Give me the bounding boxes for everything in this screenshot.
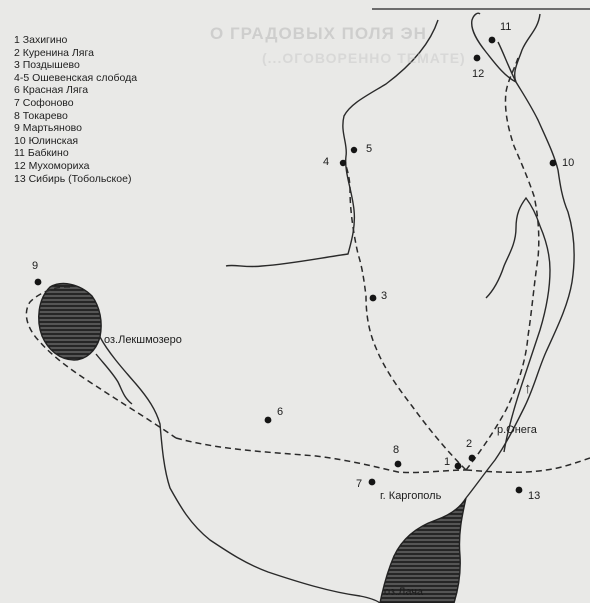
map-legend: 1 Захигино 2 Куренина Ляга 3 Поздышево 4… (14, 34, 137, 185)
road-north-to-4-5 (343, 159, 467, 471)
site-dot-3 (369, 294, 377, 302)
legend-item: 10 Юлинская (14, 134, 79, 147)
river-upper-loop (471, 12, 517, 83)
road-main-east (465, 457, 590, 474)
site-number-7: 7 (356, 478, 363, 490)
site-dot-4 (339, 159, 347, 167)
site-dot-8 (394, 460, 402, 468)
legend-item: 1 Захигино (14, 34, 68, 46)
site-dot-13 (515, 486, 523, 494)
arrow-up-icon: ↑ (524, 380, 532, 397)
lake-lacha (379, 497, 467, 603)
site-number-8: 8 (393, 444, 400, 456)
river-west-tributary (225, 19, 439, 268)
site-number-4: 4 (323, 156, 330, 168)
legend-item: 7 Софоново (14, 96, 74, 109)
legend-item: 4-5 Ошевенская слобода (14, 71, 138, 84)
label-lake-lekshmozero: оз.Лекшмозеро (104, 334, 182, 346)
site-dot-10 (549, 159, 557, 167)
legend-item: 9 Мартьяново (14, 122, 82, 135)
site-dot-6 (264, 416, 272, 424)
site-number-1: 1 (444, 456, 451, 468)
road-north-onega (465, 57, 540, 471)
label-river-onega: р.Онега (497, 424, 537, 436)
site-dot-11 (488, 36, 496, 44)
site-number-10: 10 (562, 157, 575, 169)
legend-item: 13 Сибирь (Тобольское) (14, 172, 132, 185)
site-dot-2 (468, 454, 476, 462)
site-number-6: 6 (277, 406, 284, 418)
site-number-2: 2 (466, 438, 473, 450)
site-number-5: 5 (366, 143, 373, 155)
bleed-through-heading: О ГРАДОВЫХ ПОЛЯ ЭН (210, 24, 427, 43)
site-number-11: 11 (500, 21, 512, 33)
site-dot-1 (454, 462, 462, 470)
site-number-3: 3 (381, 290, 388, 302)
bleed-through-subheading: (...ОГОВОРЕННО ТЕМАТЕ) (262, 50, 466, 66)
legend-item: 12 Мухомориха (14, 159, 90, 172)
site-number-12: 12 (472, 68, 485, 80)
site-number-13: 13 (528, 490, 541, 502)
label-lake-lacha: оз.Лача (384, 586, 424, 598)
site-dot-5 (350, 146, 358, 154)
legend-item: 3 Поздышево (14, 59, 80, 72)
legend-item: 6 Красная Ляга (14, 84, 89, 97)
legend-item: 8 Токарево (14, 109, 68, 122)
site-dot-12 (473, 54, 481, 62)
legend-item: 11 Бабкино (14, 147, 69, 160)
site-dot-9 (34, 278, 42, 286)
river-onega (465, 13, 575, 499)
road-main-west (175, 437, 467, 474)
river-lekshmo-outflow (95, 353, 133, 405)
label-town-kargopol: г. Каргополь (380, 490, 442, 502)
site-number-9: 9 (32, 260, 39, 272)
legend-item: 2 Куренина Ляга (14, 46, 94, 59)
river-east-loop (485, 196, 551, 453)
lake-lekshmozero (38, 282, 102, 361)
river-southwest (99, 336, 381, 603)
site-dot-7 (368, 478, 376, 486)
road-lekshmozero-loop (25, 286, 177, 439)
